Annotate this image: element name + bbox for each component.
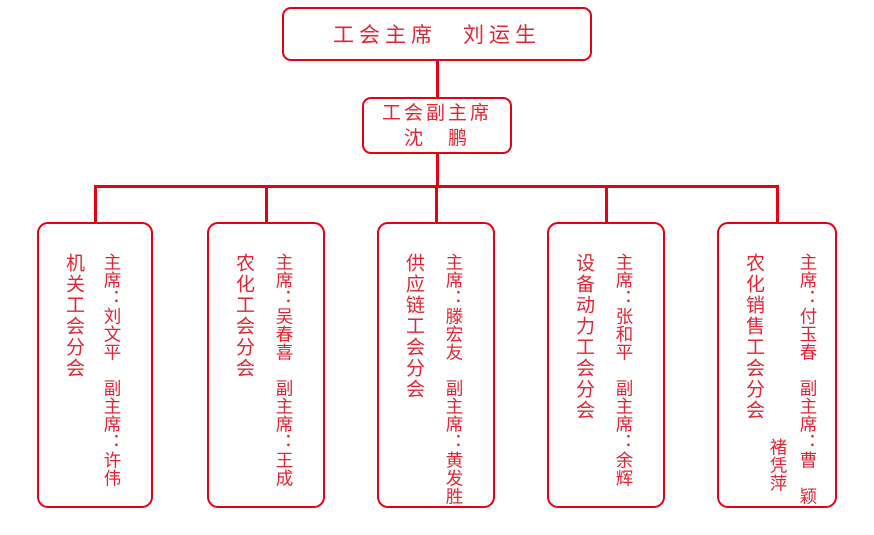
- branch-officers: 主席：付玉春 副主席：曹 颖: [798, 253, 818, 505]
- connector-drop-3: [434, 185, 438, 222]
- org-node-branch-nonghuaxiaoshou: 农化销售工会分会 主席：付玉春 副主席：曹 颖 褚凭萍: [717, 222, 837, 508]
- chairman-label: 工会主席 刘运生: [333, 24, 541, 47]
- org-node-vice-chairman: 工会副主席 沈 鹏: [362, 97, 512, 154]
- branch-officers-wrapped-name: 褚凭萍: [768, 438, 788, 492]
- org-node-branch-shebeidongli: 设备动力工会分会 主席：张和平 副主席：余辉: [547, 222, 665, 508]
- branch-officers: 主席：刘文平 副主席：许伟: [102, 253, 122, 487]
- branch-title: 供应链工会分会: [403, 253, 424, 400]
- branch-officers: 主席：滕宏友 副主席：黄发胜: [444, 253, 464, 505]
- org-node-branch-jiguan: 机关工会分会 主席：刘文平 副主席：许伟: [37, 222, 153, 508]
- org-node-branch-gongyinglian: 供应链工会分会 主席：滕宏友 副主席：黄发胜: [377, 222, 495, 508]
- branch-title: 机关工会分会: [63, 253, 84, 379]
- connector-drop-2: [264, 185, 268, 222]
- connector-drop-4: [604, 185, 608, 222]
- branch-title: 农化销售工会分会: [743, 253, 764, 421]
- org-node-chairman: 工会主席 刘运生: [282, 7, 592, 61]
- vice-chairman-name: 沈 鹏: [403, 127, 470, 149]
- branch-officers: 主席：张和平 副主席：余辉: [614, 253, 634, 487]
- org-node-branch-nonghua: 农化工会分会 主席：吴春喜 副主席：王成: [207, 222, 325, 508]
- branch-title: 设备动力工会分会: [573, 253, 594, 421]
- branch-officers: 主席：吴春喜 副主席：王成: [274, 253, 294, 487]
- vice-chairman-title: 工会副主席: [381, 102, 492, 124]
- connector-drop-1: [93, 185, 97, 222]
- connector-root-vice: [435, 61, 439, 97]
- connector-vice-rail: [435, 154, 439, 187]
- branch-title: 农化工会分会: [233, 253, 254, 379]
- connector-drop-5: [775, 185, 779, 222]
